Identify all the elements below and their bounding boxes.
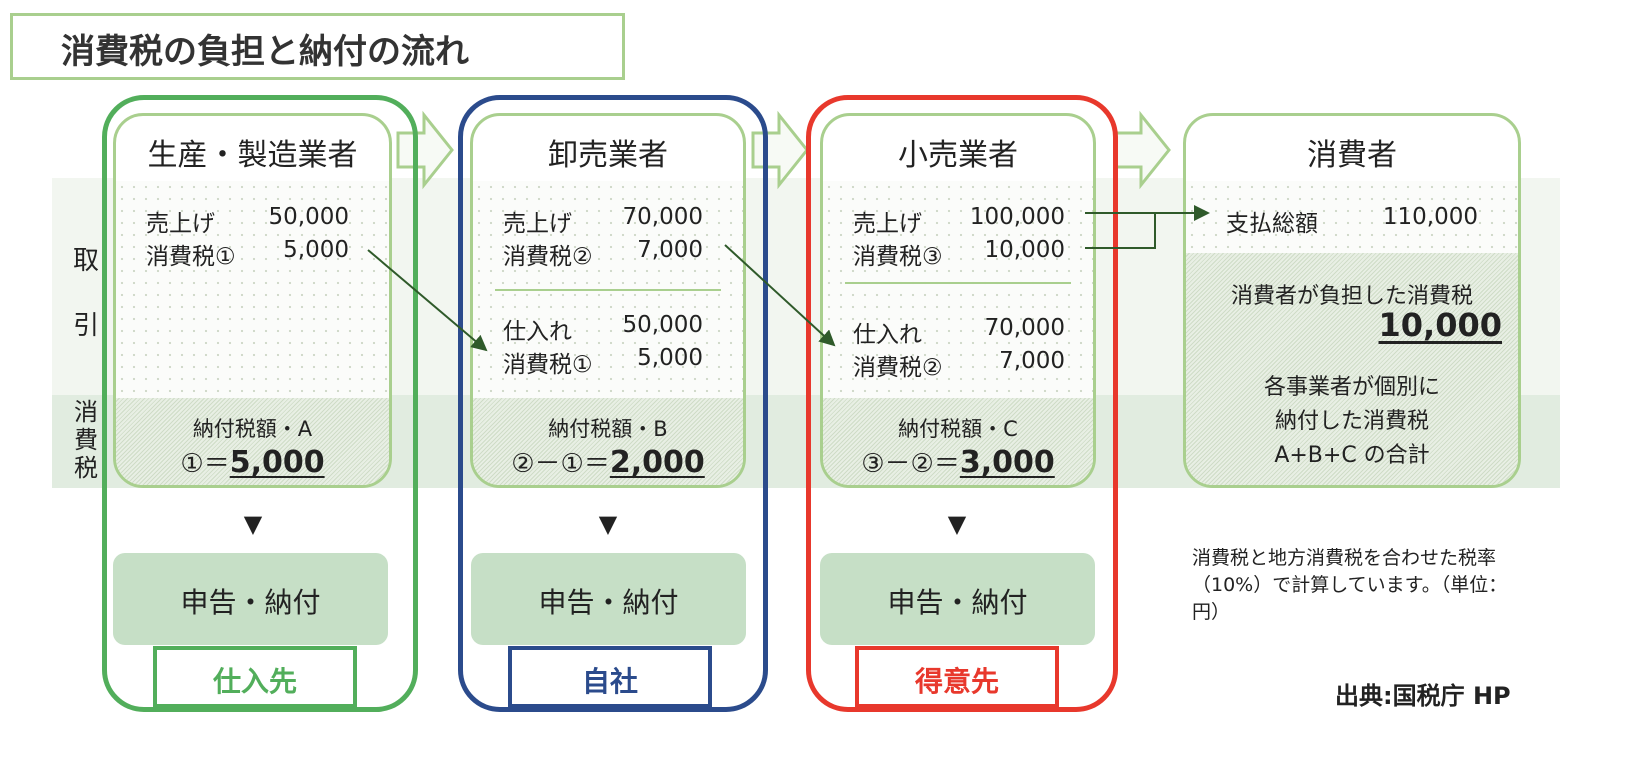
purchase-value: 70,000 (984, 315, 1065, 341)
flow-arrow-icon (1113, 110, 1171, 190)
down-triangle-icon: ▼ (598, 510, 618, 538)
card-title: 小売業者 (898, 138, 1018, 173)
declare-pay-box: 申告・納付 (113, 553, 388, 645)
side-label-tax: 消費税 (74, 398, 98, 482)
flow-arrow-icon (396, 110, 454, 190)
sales-value: 100,000 (969, 204, 1065, 230)
purchase-value: 50,000 (622, 312, 703, 338)
tax-label: 消費税① (146, 244, 236, 270)
purchase-label: 仕入れ (853, 322, 922, 348)
sales-label: 売上げ (146, 211, 215, 237)
tax-label: 消費税③ (853, 244, 943, 270)
purchase-label: 仕入れ (503, 319, 572, 345)
tax-transfer-arrow (724, 244, 836, 347)
sales-value: 70,000 (622, 204, 703, 230)
tag-customer: 得意先 (855, 646, 1059, 708)
tax-value: 10,000 (984, 237, 1065, 263)
calculation-note: 消費税と地方消費税を合わせた税率（10%）で計算しています。（単位：円） (1192, 547, 1508, 623)
side-label-transaction-2: 引 (72, 311, 99, 341)
card-retailer: 小売業者 売上げ 100,000 消費税③ 10,000 仕入れ 70,000 消費税… (820, 113, 1096, 488)
sum-line-2: 納付した消費税 (1274, 409, 1429, 434)
tax-value: 7,000 (637, 237, 703, 263)
purchase-tax-label: 消費税① (503, 352, 593, 378)
sales-value: 50,000 (268, 204, 349, 230)
pay-value: 5,000 (229, 445, 325, 480)
customer-frame (806, 95, 1118, 712)
burden-value: 10,000 (1378, 306, 1502, 344)
payment-arrow (1085, 213, 1156, 249)
pay-label: 納付税額・A (192, 417, 313, 441)
pay-formula: ①＝ (180, 449, 230, 479)
supplier-frame (102, 95, 418, 712)
sum-line-3: A+B+C の合計 (1274, 443, 1430, 468)
card-wholesaler: 卸売業者 売上げ 70,000 消費税② 7,000 仕入れ 50,000 消費税① 5… (470, 113, 746, 488)
burden-label: 消費者が負担した消費税 (1230, 284, 1473, 309)
pay-formula: ②－①＝ (511, 449, 610, 479)
card-title: 卸売業者 (548, 138, 668, 173)
diagram-title: 消費税の負担と納付の流れ (10, 13, 625, 80)
card-title: 消費者 (1307, 138, 1397, 173)
sales-label: 売上げ (503, 211, 572, 237)
flow-arrow-icon (751, 110, 809, 190)
tag-self: 自社 (508, 646, 712, 708)
tag-supplier: 仕入先 (153, 646, 357, 708)
purchase-tax-label: 消費税② (853, 355, 943, 381)
pay-value: 2,000 (609, 445, 705, 480)
declare-pay-box: 申告・納付 (471, 553, 746, 645)
total-label: 支払総額 (1226, 211, 1318, 237)
purchase-tax-value: 5,000 (637, 345, 703, 371)
pay-label: 納付税額・C (898, 417, 1018, 441)
down-triangle-icon: ▼ (947, 510, 967, 538)
self-frame (458, 95, 768, 712)
card-title: 生産・製造業者 (147, 138, 358, 173)
declare-pay-box: 申告・納付 (820, 553, 1095, 645)
tax-transfer-arrow (367, 249, 488, 352)
side-label-transaction-1: 取 (72, 246, 99, 276)
purchase-tax-value: 7,000 (999, 348, 1065, 374)
source-credit: 出典:国税庁 HP (1335, 682, 1511, 710)
sales-label: 売上げ (853, 211, 922, 237)
tax-value: 5,000 (283, 237, 349, 263)
pay-label: 納付税額・B (548, 417, 668, 441)
total-value: 110,000 (1382, 204, 1478, 230)
pay-formula: ③－②＝ (861, 449, 960, 479)
tax-label: 消費税② (503, 244, 593, 270)
pay-value: 3,000 (959, 445, 1055, 480)
sum-line-1: 各事業者が個別に (1263, 375, 1440, 400)
card-consumer: 消費者 支払総額 110,000 消費者が負担した消費税 10,000 各事業者が… (1183, 113, 1521, 488)
down-triangle-icon: ▼ (243, 510, 263, 538)
